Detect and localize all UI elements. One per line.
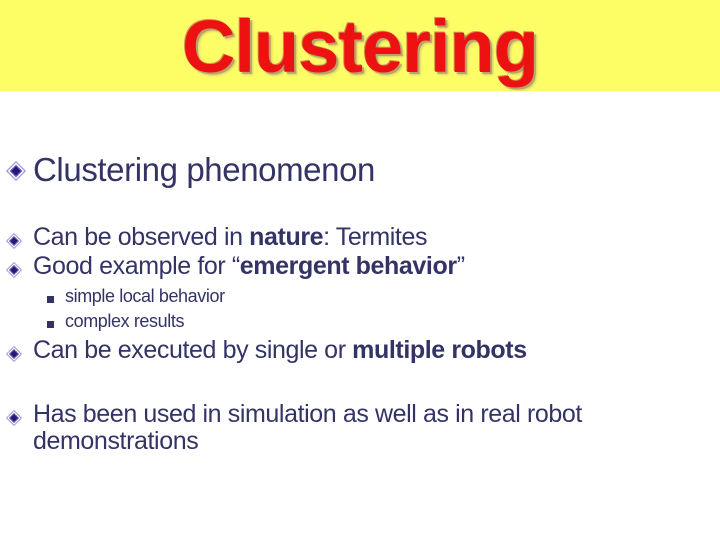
bold-run: nature — [249, 223, 324, 251]
slide-title: Clustering — [182, 5, 539, 88]
text-run: Good example for “ — [33, 252, 240, 280]
bullet-text: Good example for “emergent behavior” — [33, 253, 465, 280]
text-run: Can be observed in — [33, 223, 250, 251]
diamond-bullet-icon — [6, 410, 22, 426]
diamond-bullet-icon — [6, 233, 22, 249]
bullet-item-robots: Can be executed by single or multiple ro… — [6, 337, 527, 364]
text-run: : Termites — [323, 223, 428, 251]
text-run: ” — [456, 252, 465, 280]
bullet-text: Can be executed by single or multiple ro… — [33, 337, 527, 364]
sub-bullet-text: simple local behavior — [65, 286, 225, 306]
text-run: Can be executed by single or — [33, 336, 353, 364]
bullet-text: Has been used in simulation as well as i… — [33, 400, 582, 455]
bold-run: emergent behavior — [239, 252, 457, 280]
square-bullet-icon — [47, 296, 54, 303]
square-bullet-icon — [47, 321, 54, 328]
sub-bullet-item-simple: simple local behavior — [47, 286, 225, 308]
bullet-item-nature: Can be observed in nature: Termites — [6, 224, 427, 251]
bullet-text: Can be observed in nature: Termites — [33, 224, 427, 251]
diamond-bullet-icon — [6, 262, 22, 278]
sub-bullet-text: complex results — [65, 311, 185, 331]
sub-bullet-item-complex: complex results — [47, 311, 184, 333]
heading-text: Clustering phenomenon — [33, 151, 375, 188]
diamond-bullet-icon — [6, 346, 22, 362]
diamond-bullet-icon — [6, 161, 26, 181]
bullet-item-emergent: Good example for “emergent behavior” — [6, 253, 465, 280]
bullet-item-heading: Clustering phenomenon — [6, 150, 375, 190]
bold-run: multiple robots — [352, 336, 527, 364]
title-banner: Clustering — [0, 0, 720, 91]
bullet-item-simulation: Has been used in simulation as well as i… — [6, 401, 683, 455]
